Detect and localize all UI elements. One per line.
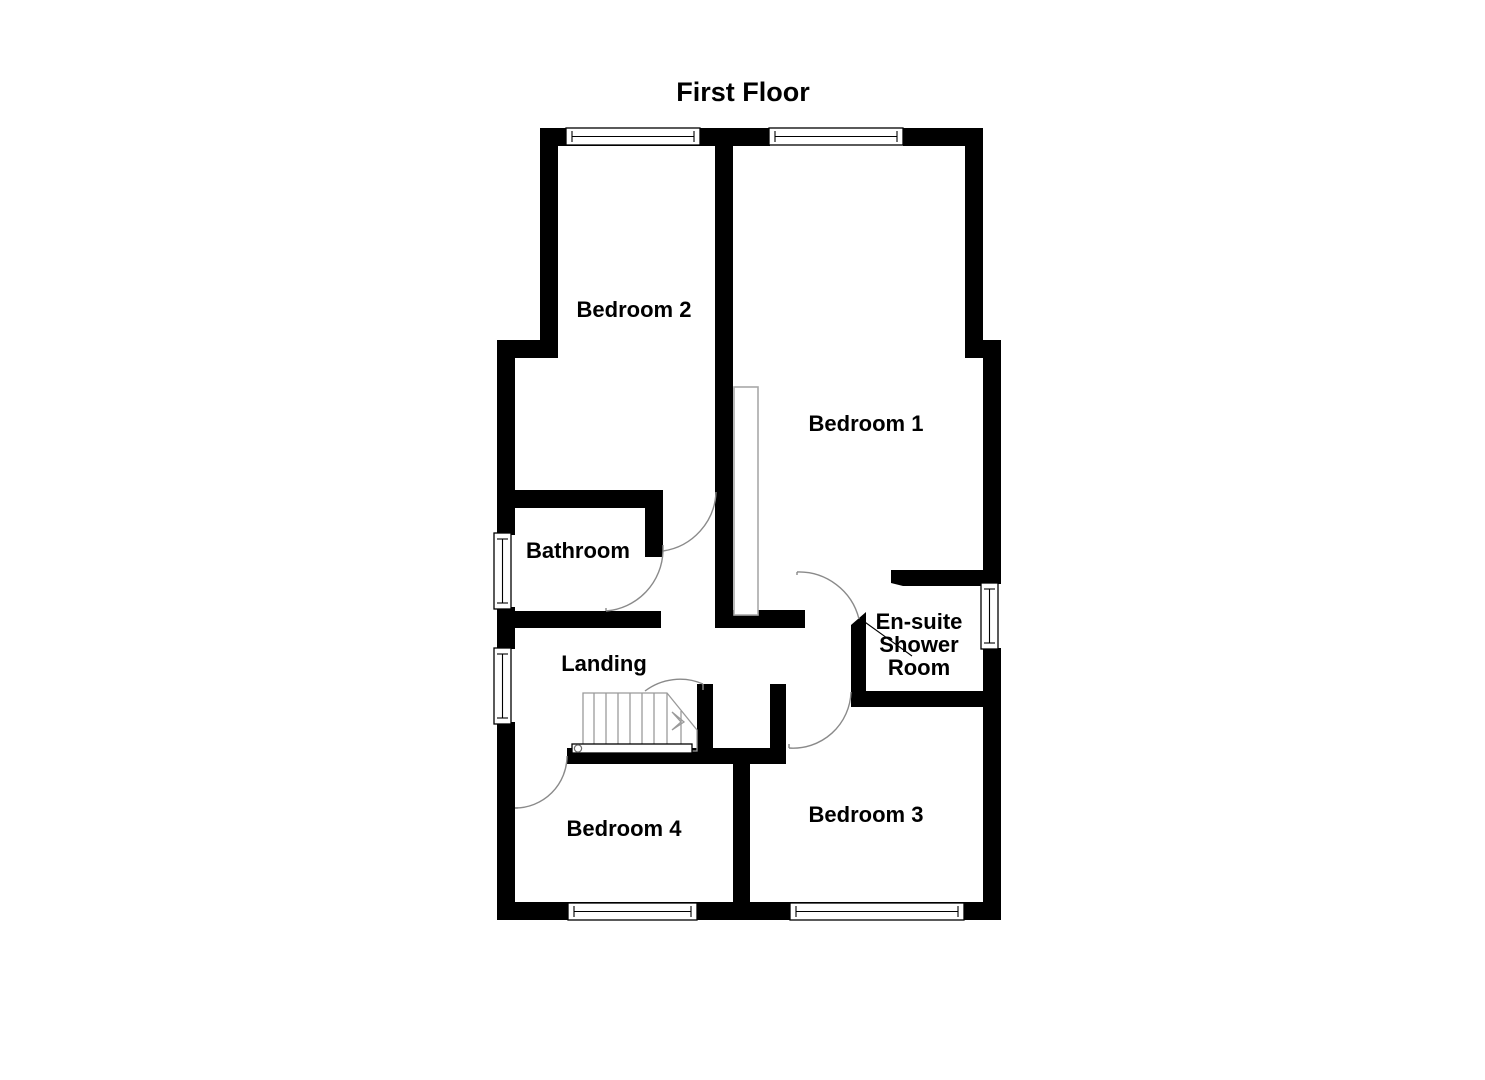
room-label-bedroom-1: Bedroom 1 — [809, 411, 924, 436]
room-label-ensuite-line3: Room — [888, 655, 950, 680]
wall-bedroom1-bottom — [715, 610, 805, 628]
wall-ensuite-left — [851, 612, 866, 705]
wall-top-right — [903, 128, 983, 146]
bedroom-3-door — [788, 691, 852, 749]
room-label-ensuite-line2: Shower — [879, 632, 959, 657]
bedroom-1-front-window — [768, 127, 904, 146]
landing-side-window — [493, 647, 512, 725]
wall-left-bathroom-upper — [497, 340, 515, 535]
bedroom-2-front-window — [565, 127, 701, 146]
label-group: First Floor Bedroom 2 Bedroom 1 Bathroom… — [526, 77, 962, 841]
room-label-bedroom-2: Bedroom 2 — [577, 297, 692, 322]
wall-cupboard-left — [697, 684, 713, 756]
wall-bedroom4-bedroom3-divider — [733, 756, 750, 910]
page-title: First Floor — [676, 77, 810, 107]
wall-bathroom-bottom — [506, 611, 661, 628]
wall-ensuite-bottom — [851, 691, 985, 707]
bedroom-4-door — [514, 755, 568, 809]
bedroom-2-door — [662, 491, 717, 552]
ensuite-leader-line — [861, 619, 913, 657]
room-label-bedroom-4: Bedroom 4 — [567, 816, 683, 841]
wall-right-upper — [965, 128, 983, 356]
wall-left-upper — [540, 128, 558, 346]
wall-central-spine — [715, 128, 733, 618]
window-group — [493, 127, 999, 921]
wall-bathroom-right — [645, 490, 663, 557]
room-label-bedroom-3: Bedroom 3 — [809, 802, 924, 827]
bedroom-4-rear-window — [567, 902, 698, 921]
wall-top-centre-pier — [700, 128, 770, 146]
room-label-ensuite-line1: En-suite — [876, 609, 963, 634]
bathroom-door — [605, 550, 664, 612]
bedroom-3-rear-window — [789, 902, 965, 921]
door-group — [514, 491, 860, 809]
ensuite-side-window — [980, 582, 999, 650]
wall-ensuite-top — [903, 570, 985, 586]
wall-bathroom-top — [506, 490, 661, 508]
wall-group — [497, 128, 1001, 920]
room-label-landing: Landing — [561, 651, 647, 676]
landing-cupboard-door — [644, 678, 704, 692]
staircase — [571, 692, 698, 754]
wall-cupboard-right — [770, 684, 786, 756]
ensuite-door — [796, 571, 860, 620]
wall-left-lower — [497, 722, 515, 920]
wall-cupboard-top-left-nib — [697, 684, 704, 693]
room-label-bathroom: Bathroom — [526, 538, 630, 563]
bathroom-side-window — [493, 532, 512, 610]
wall-cupboard-top-right-nib — [770, 684, 786, 693]
bedroom-1-wardrobe — [733, 386, 759, 616]
wall-right-lower — [983, 648, 1001, 920]
wall-right-middle — [983, 340, 1001, 584]
